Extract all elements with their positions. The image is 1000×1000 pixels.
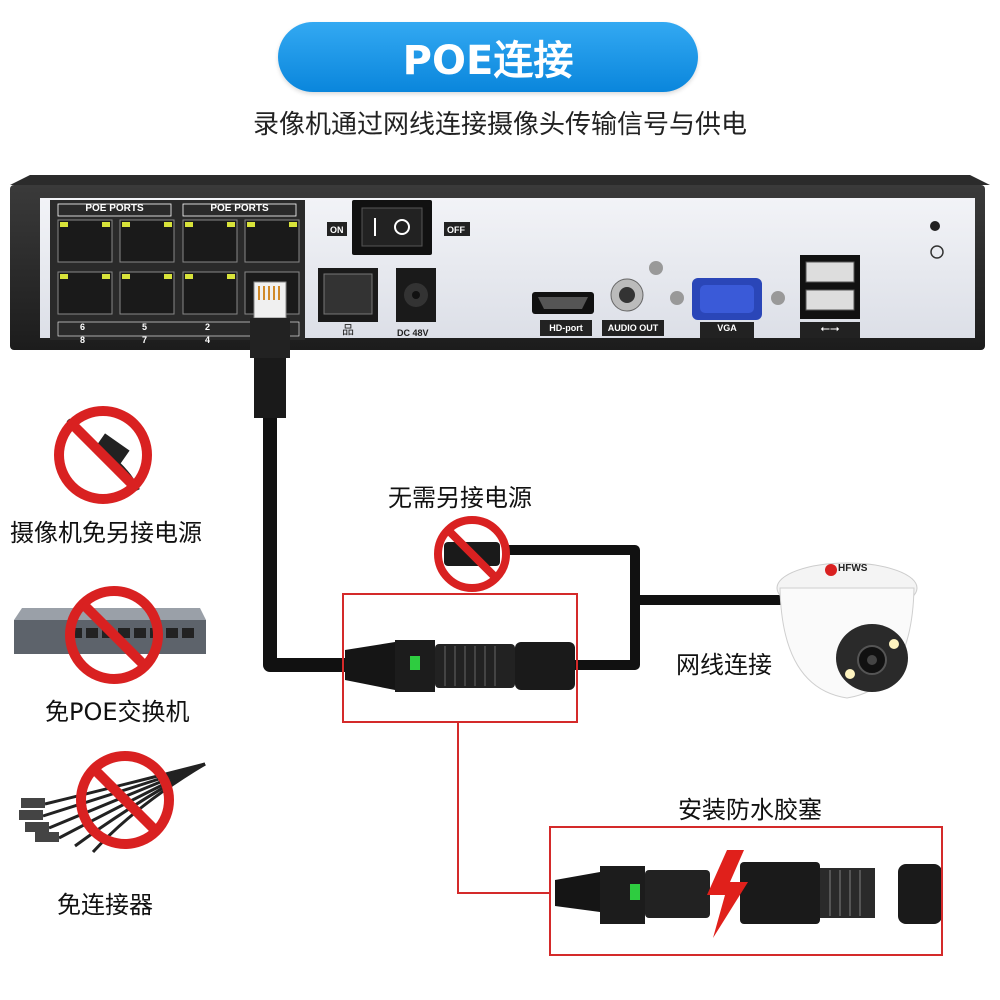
waterproof-connector (345, 640, 575, 692)
no-power-needed-label: 无需另接电源 (388, 484, 532, 512)
network-icon: 品 (341, 323, 354, 337)
usb-icon: ⭠⭢ (820, 321, 840, 335)
port-number-2: 2 (205, 322, 211, 332)
side-item-label-3: 免连接器 (57, 891, 153, 919)
camera-brand: HFWS (838, 563, 868, 574)
page-subtitle: 录像机通过网线连接摄像头传输信号与供电 (252, 110, 747, 140)
power-cord-prohibited (430, 512, 514, 596)
network-connection-label: 网线连接 (676, 651, 772, 679)
lightning-icon (707, 850, 748, 938)
dc-label: DC 48V (397, 328, 429, 338)
poe-ports-label-right: POE PORTS (210, 203, 269, 214)
dome-camera (772, 548, 922, 708)
side-item-label-2: 免POE交换机 (45, 698, 190, 726)
connector-highlight-frame (342, 593, 578, 723)
poe-switch-prohibited (10, 580, 210, 690)
power-on-label: ON (330, 225, 344, 235)
hdmi-label: HD-port (549, 323, 583, 333)
port-number-5: 5 (142, 322, 148, 332)
poe-ports-label-left: POE PORTS (85, 203, 144, 214)
page-title: POE连接 (278, 22, 698, 92)
side-item-label-1: 摄像机免另接电源 (10, 519, 202, 547)
port-number-6: 6 (80, 322, 86, 332)
splitter-prohibited (15, 742, 215, 862)
power-off-label: OFF (447, 225, 465, 235)
port-number-8: 8 (80, 335, 86, 345)
audio-out-label: AUDIO OUT (607, 323, 659, 333)
rj45-plug (250, 281, 290, 418)
vga-label: VGA (717, 323, 737, 333)
power-adapter-prohibited (48, 400, 158, 510)
waterproof-highlight-frame (549, 826, 943, 956)
waterproof-plug-label: 安装防水胶塞 (678, 796, 822, 824)
port-number-7: 7 (142, 335, 148, 345)
connector-exploded (555, 850, 942, 938)
port-number-4: 4 (205, 335, 211, 345)
